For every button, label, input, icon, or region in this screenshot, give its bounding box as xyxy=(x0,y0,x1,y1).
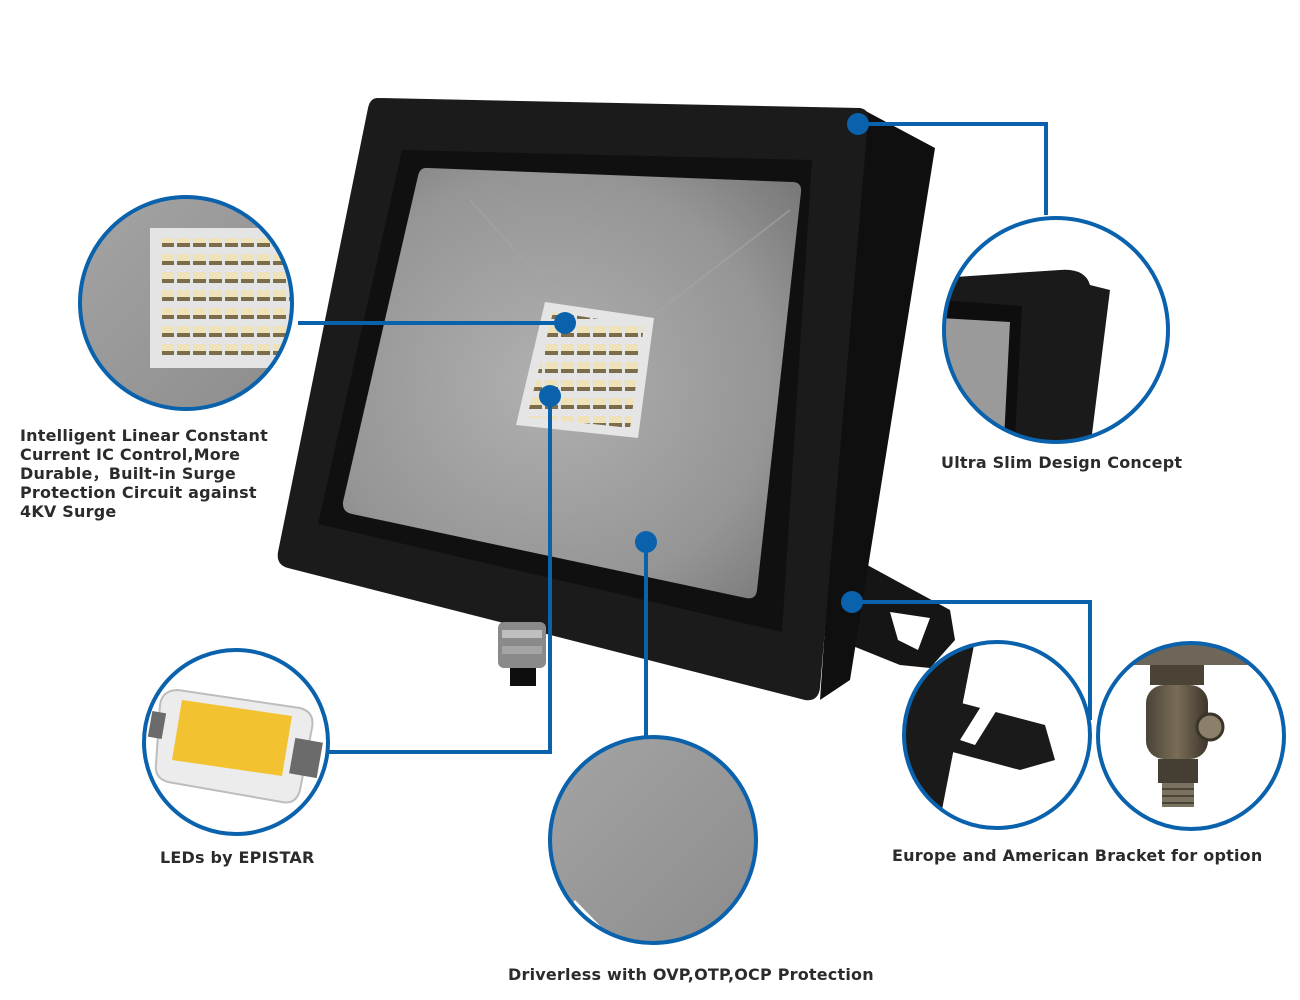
smd-led-chip xyxy=(142,648,330,836)
callout-dot-circuit xyxy=(554,312,576,334)
caption-line: Durable，Built-in Surge xyxy=(20,464,236,483)
connector-bracket xyxy=(852,600,1092,720)
lens-closeup xyxy=(548,735,758,945)
connector-led xyxy=(328,396,552,754)
caption-led-brand: LEDs by EPISTAR xyxy=(160,848,315,867)
callout-dot-slim xyxy=(847,113,869,135)
caption-bracket-option: Europe and American Bracket for option xyxy=(892,846,1263,865)
europe-bracket-closeup xyxy=(902,640,1092,830)
connector-slim xyxy=(858,122,1048,215)
led-array-closeup xyxy=(78,195,294,411)
callout-dot-led xyxy=(539,385,561,407)
callout-dot-bracket xyxy=(841,591,863,613)
caption-line: Current IC Control,More xyxy=(20,445,241,464)
caption-line: Protection Circuit against xyxy=(20,483,257,502)
caption-circuit-protection: Intelligent Linear Constant Current IC C… xyxy=(20,426,268,521)
caption-line: 4KV Surge xyxy=(20,502,117,521)
caption-driverless: Driverless with OVP,OTP,OCP Protection xyxy=(508,965,874,984)
callout-connectors xyxy=(298,122,1092,754)
cable-gland xyxy=(498,622,546,668)
housing-edge-closeup xyxy=(942,216,1170,444)
caption-line: Intelligent Linear Constant xyxy=(20,426,268,445)
caption-slim-design: Ultra Slim Design Concept xyxy=(941,453,1183,472)
callout-dot-driver xyxy=(635,531,657,553)
american-knuckle-mount xyxy=(1096,641,1286,831)
